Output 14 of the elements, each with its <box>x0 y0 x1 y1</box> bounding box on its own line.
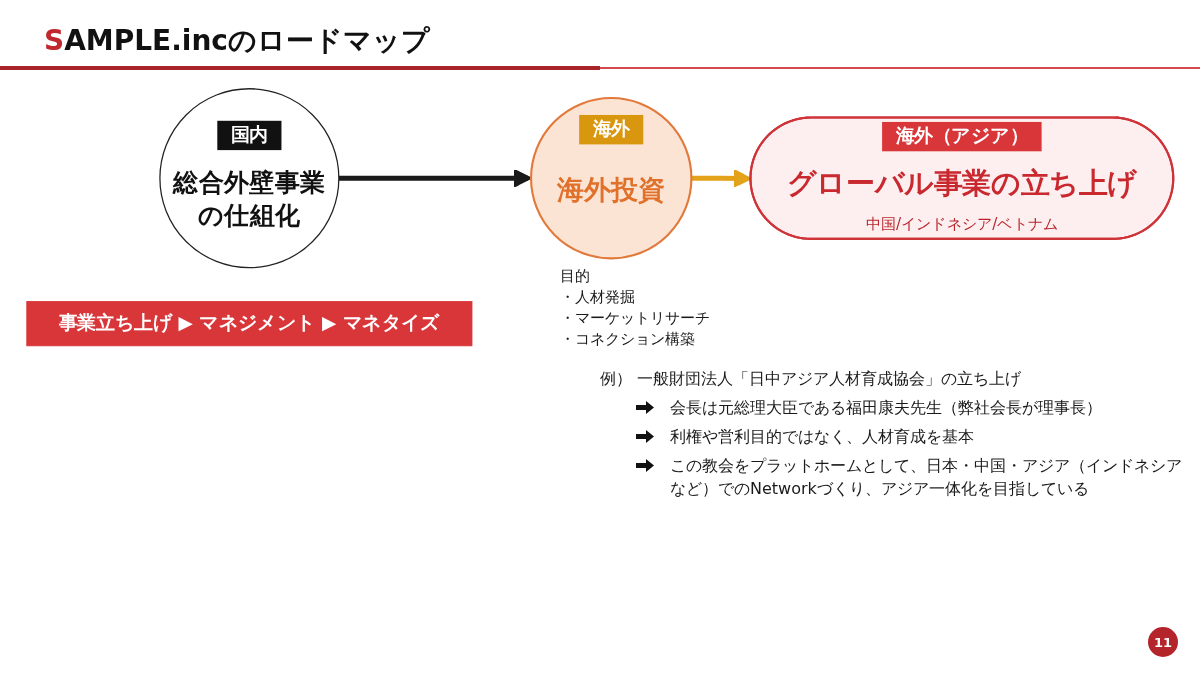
node-box: 事業立ち上げ ▶ マネジメント ▶ マネタイズ <box>26 301 473 347</box>
bullet-text: 会長は元総理大臣である福田康夫先生（弊社会長が理事長） <box>670 396 1103 419</box>
bullet-text: この教会をプラットホームとして、日本・中国・アジア（インドネシアなど）でのNetworkづくり、アジア一体化を目指している <box>670 455 1183 501</box>
list-item: ・人材発掘 <box>559 287 636 309</box>
list-item: ・マーケットリサーチ <box>559 308 710 330</box>
bullet-text: 利権や営利目的ではなく、人材育成を基本 <box>670 425 975 448</box>
page-number: 11 <box>1148 627 1178 657</box>
example-heading: 例） 一般財団法人「日中アジア人材育成協会」の立ち上げ <box>600 367 1023 390</box>
note-heading: 目的 <box>559 266 591 288</box>
slide-title: SAMPLE.incのロードマップ <box>0 22 600 70</box>
list-item: ・コネクション構築 <box>559 329 696 351</box>
node-circle: 国内 総合外壁事業の仕組化 <box>159 88 340 269</box>
arrow <box>338 168 532 188</box>
node-circle: 海外 海外投資 <box>530 97 693 260</box>
